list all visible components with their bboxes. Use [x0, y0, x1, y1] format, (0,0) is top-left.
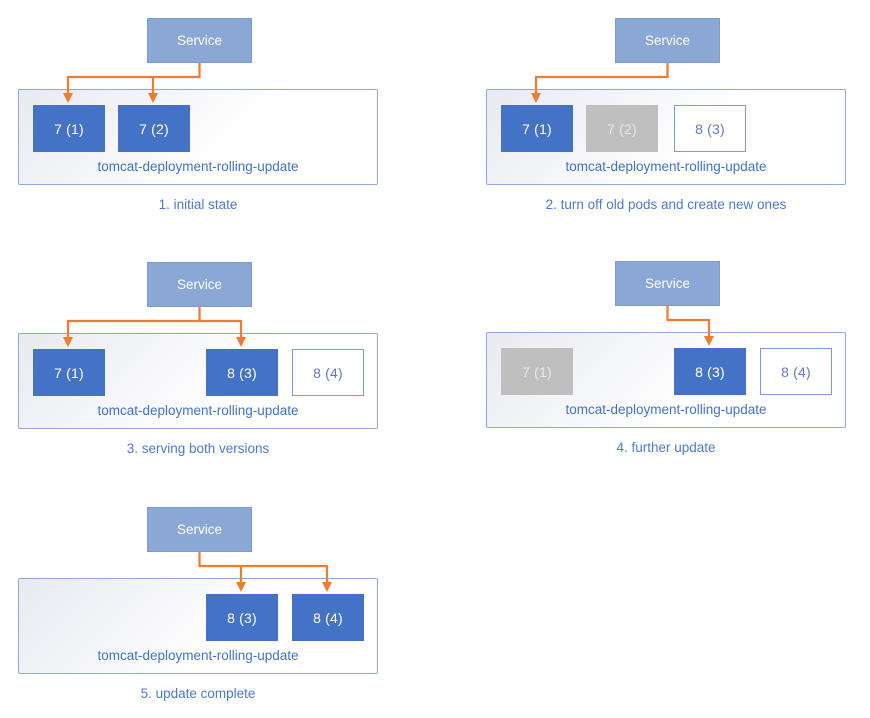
deployment-label: tomcat-deployment-rolling-update: [565, 159, 767, 174]
pod-8-3: 8 (3): [206, 349, 278, 396]
service-node: Service: [147, 262, 252, 307]
deployment-box: 7 (1) 7 (2) 8 (3) tomcat-deployment-rollin…: [486, 89, 846, 185]
pod-7-2: 7 (2): [118, 105, 190, 152]
pod-8-4: 8 (4): [292, 349, 364, 396]
pod-8-3: 8 (3): [674, 348, 746, 395]
service-label: Service: [176, 33, 222, 48]
service-node: Service: [615, 261, 720, 306]
panel-stage-5: Service 8 (3) 8 (4) tomcat-deployment-rol…: [0, 489, 435, 718]
pod-container: 7 (1) 7 (2) 8 (3): [487, 90, 845, 184]
pod-7-2: 7 (2): [586, 105, 658, 152]
pod-7-1: 7 (1): [501, 105, 573, 152]
pod-8-3: 8 (3): [206, 594, 278, 641]
stage-caption: 2. turn off old pods and create new ones: [545, 197, 787, 212]
pod-container: 7 (1) 8 (3) 8 (4): [19, 334, 377, 428]
service-label: Service: [176, 277, 222, 292]
panel-stage-3: Service 7 (1) 8 (3) 8 (4) tomcat-deploymen…: [0, 244, 435, 488]
service-node: Service: [615, 18, 720, 63]
service-label: Service: [644, 276, 690, 291]
deployment-box: 7 (1) 8 (3) 8 (4) tomcat-deployment-rollin…: [18, 333, 378, 429]
pod-7-1: 7 (1): [33, 349, 105, 396]
deployment-label: tomcat-deployment-rolling-update: [97, 403, 299, 418]
pod-container: 8 (3) 8 (4): [19, 579, 377, 673]
stage-caption: 3. serving both versions: [126, 441, 270, 456]
deployment-label: tomcat-deployment-rolling-update: [565, 402, 767, 417]
stage-caption: 5. update complete: [140, 686, 256, 701]
stage-caption: 1. initial state: [158, 197, 238, 212]
pod-container: 7 (1) 8 (3) 8 (4): [487, 333, 845, 427]
service-node: Service: [147, 507, 252, 552]
deployment-box: 7 (1) 7 (2) tomcat-deployment-rolling-upd…: [18, 89, 378, 185]
pod-8-3: 8 (3): [674, 105, 746, 152]
service-label: Service: [176, 522, 222, 537]
panel-stage-1: Service 7 (1) 7 (2) tomcat-deployment-rol…: [0, 0, 435, 244]
pod-7-1: 7 (1): [501, 348, 573, 395]
deployment-box: 7 (1) 8 (3) 8 (4) tomcat-deployment-rollin…: [486, 332, 846, 428]
deployment-box: 8 (3) 8 (4) tomcat-deployment-rolling-upd…: [18, 578, 378, 674]
service-label: Service: [644, 33, 690, 48]
deployment-label: tomcat-deployment-rolling-update: [97, 159, 299, 174]
pod-7-1: 7 (1): [33, 105, 105, 152]
pod-8-4: 8 (4): [760, 348, 832, 395]
panel-stage-2: Service 7 (1) 7 (2) 8 (3) tomcat-deploymen…: [468, 0, 870, 244]
deployment-label: tomcat-deployment-rolling-update: [97, 648, 299, 663]
pod-container: 7 (1) 7 (2): [19, 90, 377, 184]
panel-stage-4: Service 7 (1) 8 (3) 8 (4) tomcat-deploymen…: [468, 243, 870, 487]
stage-caption: 4. further update: [616, 440, 716, 455]
service-node: Service: [147, 18, 252, 63]
pod-8-4: 8 (4): [292, 594, 364, 641]
